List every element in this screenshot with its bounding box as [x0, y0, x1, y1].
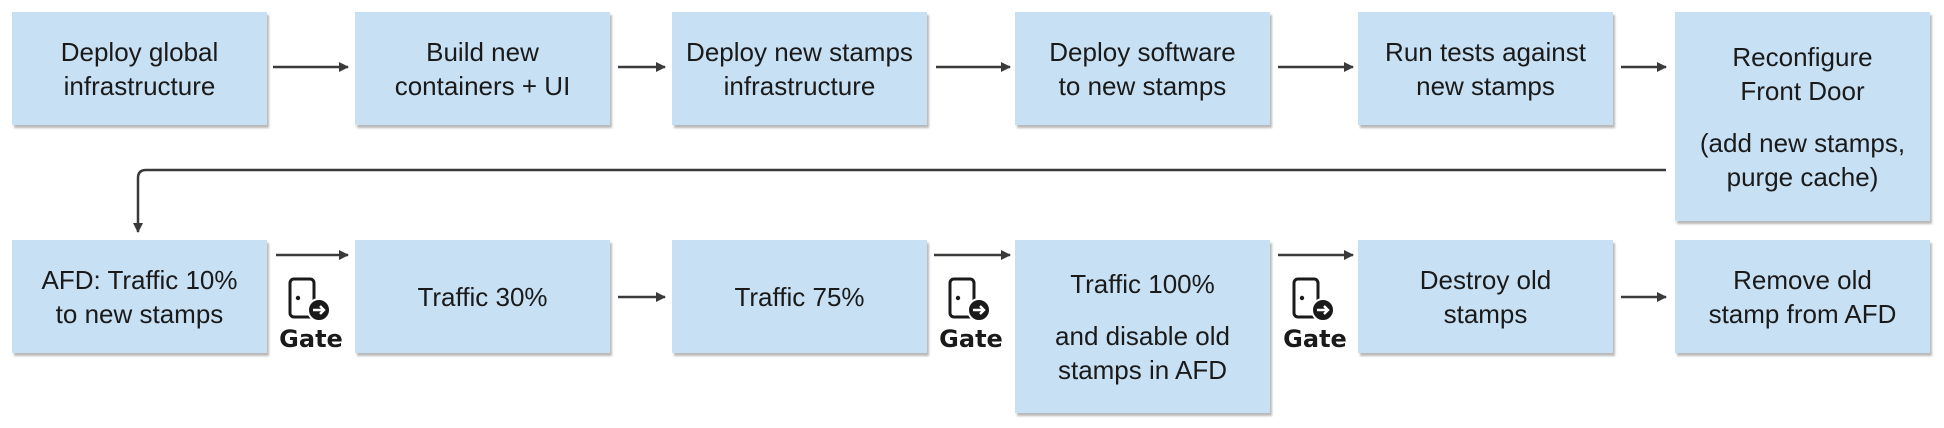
step-deploy-new-stamps: Deploy new stamps infrastructure: [672, 12, 927, 125]
gate-label: Gate: [279, 325, 343, 353]
step-label: Traffic 30%: [417, 281, 548, 312]
step-label: Deploy global: [60, 36, 219, 67]
gate-2: Gate: [931, 277, 1011, 357]
step-label: Build new: [426, 36, 539, 67]
door-exit-icon: [288, 277, 331, 322]
door-exit-icon: [1292, 277, 1335, 322]
step-traffic-100: Traffic 100% and disable old stamps in A…: [1015, 240, 1270, 413]
step-label: stamps in AFD: [1057, 354, 1228, 385]
step-label: Deploy new stamps: [686, 36, 913, 67]
step-label: Traffic 100%: [1070, 268, 1215, 299]
step-label: containers + UI: [394, 70, 571, 101]
gate-label: Gate: [939, 325, 1003, 353]
step-label: to new stamps: [55, 298, 224, 329]
step-label: stamp from AFD: [1708, 298, 1897, 329]
step-label: stamps: [1443, 298, 1528, 329]
step-build-new-containers: Build new containers + UI: [355, 12, 610, 125]
gate-label: Gate: [1283, 325, 1347, 353]
step-label: and disable old: [1055, 320, 1230, 351]
step-label: Traffic 75%: [734, 281, 865, 312]
arrow-row-wrap: [133, 168, 1666, 233]
step-afd-traffic-10: AFD: Traffic 10% to new stamps: [12, 240, 267, 353]
step-destroy-old-stamps: Destroy old stamps: [1358, 240, 1613, 353]
step-label: (add new stamps,: [1699, 127, 1906, 158]
door-exit-icon: [948, 277, 991, 322]
step-deploy-global-infrastructure: Deploy global infrastructure: [12, 12, 267, 125]
gate-3: Gate: [1275, 277, 1355, 357]
step-reconfigure-front-door: Reconfigure Front Door (add new stamps, …: [1675, 12, 1930, 221]
step-label: Front Door: [1740, 75, 1865, 106]
step-run-tests: Run tests against new stamps: [1358, 12, 1613, 125]
step-label: to new stamps: [1058, 70, 1227, 101]
step-label: Deploy software: [1049, 36, 1236, 67]
step-label: AFD: Traffic 10%: [41, 264, 238, 295]
step-label: purge cache): [1726, 161, 1879, 192]
step-label: new stamps: [1416, 70, 1555, 101]
step-label: infrastructure: [723, 70, 876, 101]
step-label: Destroy old: [1419, 264, 1552, 295]
step-label: Remove old: [1733, 264, 1872, 295]
step-label: Run tests against: [1385, 36, 1586, 67]
step-deploy-software: Deploy software to new stamps: [1015, 12, 1270, 125]
step-remove-old-stamp: Remove old stamp from AFD: [1675, 240, 1930, 353]
step-traffic-75: Traffic 75%: [672, 240, 927, 353]
step-traffic-30: Traffic 30%: [355, 240, 610, 353]
gate-1: Gate: [271, 277, 351, 357]
step-label: infrastructure: [63, 70, 216, 101]
step-label: Reconfigure: [1732, 41, 1873, 72]
